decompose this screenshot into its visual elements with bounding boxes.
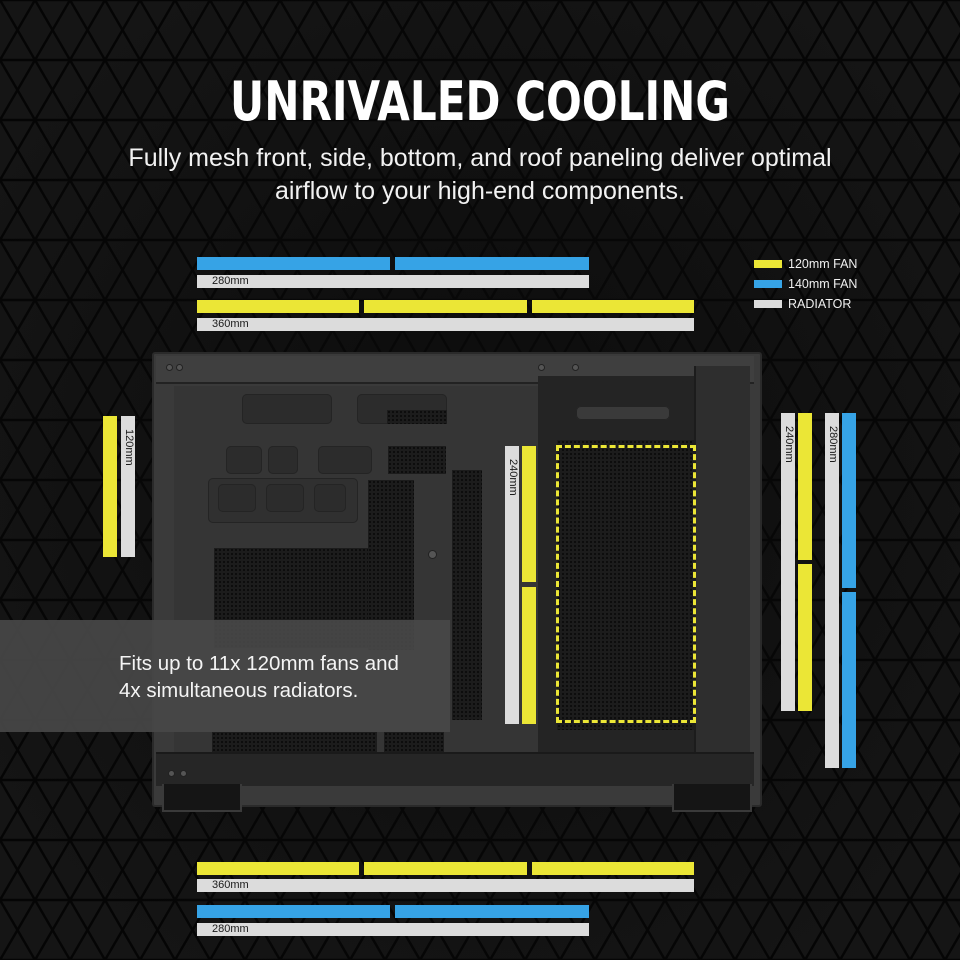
legend-item-140mm-fan: 140mm FAN xyxy=(754,277,894,291)
cable-cutout xyxy=(218,484,256,512)
fan-120mm-bar xyxy=(197,300,359,313)
page-title: UNRIVALED COOLING xyxy=(229,70,730,133)
fan-120mm-bar xyxy=(103,416,117,557)
radiator-240mm-bar: 240mm xyxy=(781,413,795,711)
bracket xyxy=(576,406,670,420)
cable-cutout xyxy=(318,446,372,474)
mesh-panel xyxy=(212,732,377,754)
fan-140mm-bar xyxy=(842,413,856,588)
fan-120mm-bar xyxy=(532,300,694,313)
front-panel-column xyxy=(694,366,750,786)
callout-text: Fits up to 11x 120mm fans and 4x simulta… xyxy=(119,650,399,704)
callout-line-1: Fits up to 11x 120mm fans and xyxy=(119,652,399,675)
fan-120mm-bar xyxy=(364,862,527,875)
radiator-120mm-bar: 120mm xyxy=(121,416,135,557)
fan-140mm-bar xyxy=(197,257,390,270)
fan-120mm-bar xyxy=(522,587,536,724)
fan-120mm-bar xyxy=(532,862,694,875)
subtitle-line-1: Fully mesh front, side, bottom, and roof… xyxy=(128,144,832,172)
cable-cutout xyxy=(242,394,332,424)
yellow-swatch-icon xyxy=(754,260,782,268)
page-subtitle: Fully mesh front, side, bottom, and roof… xyxy=(0,142,960,208)
grey-swatch-icon xyxy=(754,300,782,308)
radiator-280mm-bar: 280mm xyxy=(197,275,589,288)
radiator-360mm-bar: 360mm xyxy=(197,879,694,892)
front-radiator-dashed-outline xyxy=(556,445,696,723)
cable-cutout xyxy=(266,484,304,512)
cable-cutout xyxy=(226,446,262,474)
cable-cutout xyxy=(268,446,298,474)
mesh-vent xyxy=(387,410,447,424)
fan-140mm-bar xyxy=(842,592,856,768)
fan-140mm-bar xyxy=(197,905,390,918)
radiator-280mm-bar: 280mm xyxy=(197,923,589,936)
fan-120mm-bar xyxy=(364,300,527,313)
fan-140mm-bar xyxy=(395,257,589,270)
screw-icon xyxy=(428,550,437,559)
screw-icon xyxy=(538,364,545,371)
mesh-vent xyxy=(388,446,446,474)
radiator-360mm-bar: 360mm xyxy=(197,318,694,331)
mesh-panel xyxy=(452,470,482,720)
legend-item-120mm-fan: 120mm FAN xyxy=(754,257,894,271)
case-bottom-rail xyxy=(156,752,754,786)
radiator-240mm-bar: 240mm xyxy=(505,446,519,724)
front-mesh-panel xyxy=(557,440,697,730)
legend-item-radiator: RADIATOR xyxy=(754,297,894,311)
radiator-280mm-bar: 280mm xyxy=(825,413,839,768)
fan-120mm-bar xyxy=(197,862,359,875)
fan-120mm-bar xyxy=(798,413,812,560)
screw-icon xyxy=(166,364,173,371)
fan-120mm-bar xyxy=(522,446,536,582)
blue-swatch-icon xyxy=(754,280,782,288)
callout-panel xyxy=(0,620,450,732)
screw-icon xyxy=(176,364,183,371)
screw-icon xyxy=(180,770,187,777)
cable-cutout xyxy=(314,484,346,512)
fan-120mm-bar xyxy=(798,564,812,711)
pc-case-illustration xyxy=(152,352,762,812)
screw-icon xyxy=(572,364,579,371)
subtitle-line-2: airflow to your high-end components. xyxy=(275,177,685,205)
case-foot-left xyxy=(162,784,242,812)
fan-140mm-bar xyxy=(395,905,589,918)
screw-icon xyxy=(168,770,175,777)
case-foot-right xyxy=(672,784,752,812)
callout-line-2: 4x simultaneous radiators. xyxy=(119,679,359,702)
mesh-panel xyxy=(384,732,444,754)
